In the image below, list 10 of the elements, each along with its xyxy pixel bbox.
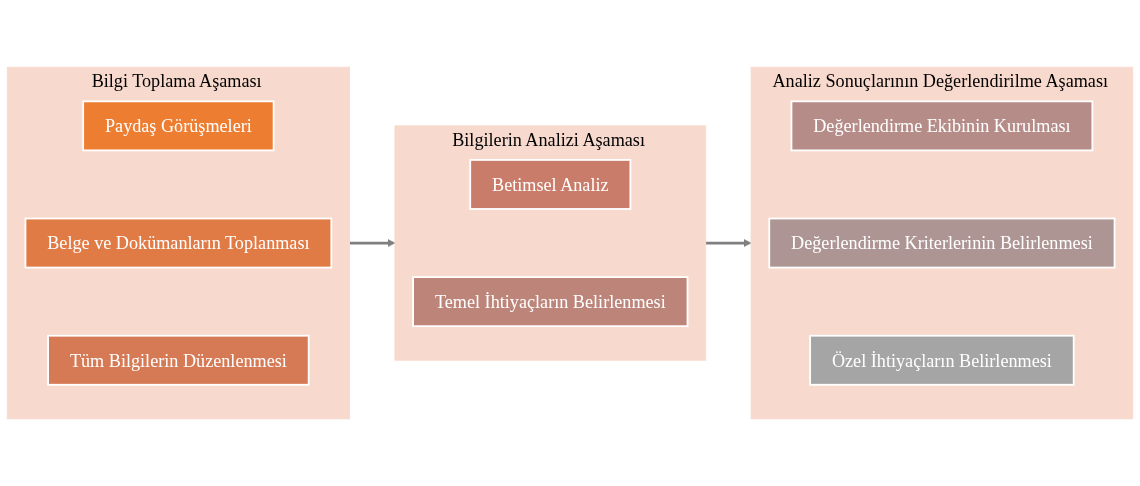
node-box: Tüm Bilgilerin Düzenlenmesi (47, 334, 310, 386)
arrow (349, 239, 396, 247)
node-box: Temel İhtiyaçların Belirlenmesi (412, 276, 689, 328)
node-box: Paydaş Görüşmeleri (82, 100, 275, 152)
node-box: Betimsel Analiz (469, 158, 632, 210)
node-box: Değerlendirme Ekibinin Kurulması (790, 100, 1094, 152)
arrow (705, 239, 752, 247)
node-box: Özel İhtiyaçların Belirlenmesi (809, 334, 1075, 386)
node-box: Değerlendirme Kriterlerinin Belirlenmesi (768, 217, 1116, 269)
node-box: Belge ve Dokümanların Toplanması (24, 217, 333, 269)
